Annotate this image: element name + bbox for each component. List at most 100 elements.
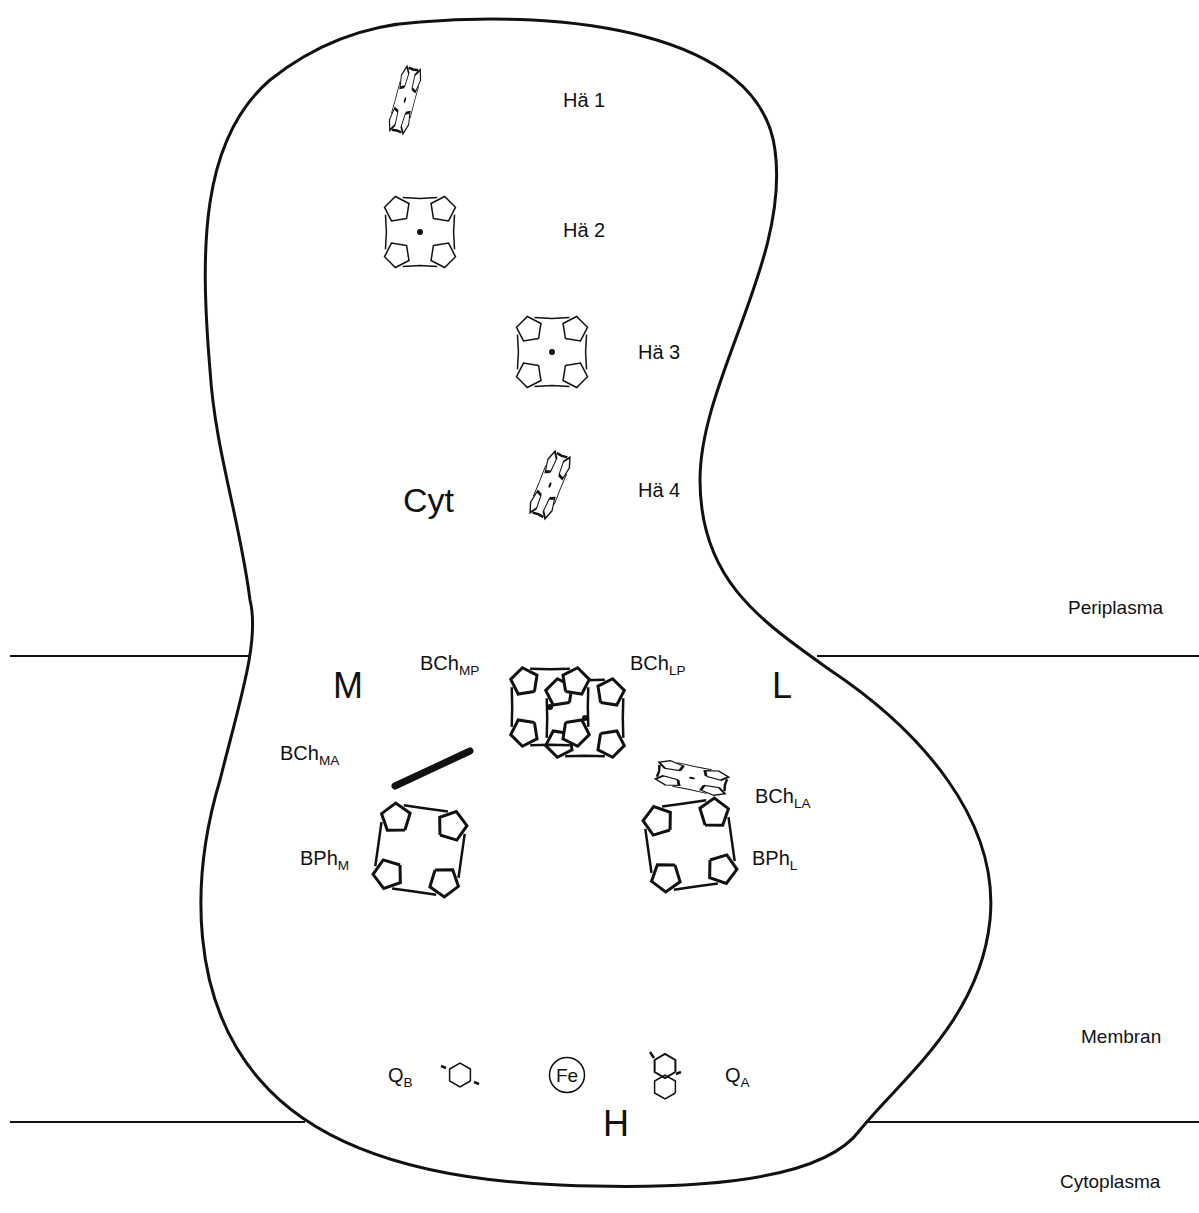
methine-bridge: [453, 215, 455, 250]
porphyrin: [527, 450, 573, 520]
metal-center: [549, 349, 555, 355]
subunit-label: H: [603, 1106, 629, 1142]
pyrrole-ring: [399, 111, 411, 135]
heme-label: Hä 2: [563, 220, 605, 240]
porphyrin: [517, 317, 588, 388]
element-symbol: Fe: [556, 1066, 578, 1085]
quinone-a: [650, 1052, 681, 1099]
porphyrin: [511, 668, 590, 747]
cofactor-label: BChMA: [280, 743, 339, 763]
porphyrin: [641, 796, 738, 893]
methine-bridge: [530, 667, 570, 670]
methine-bridge: [403, 265, 438, 267]
cofactor-label: BChMP: [420, 653, 479, 673]
methine-bridge: [645, 829, 651, 873]
pyrrole-ring: [598, 679, 624, 705]
methine-bridge: [408, 68, 418, 71]
pyrrole-ring: [517, 317, 541, 341]
pyrrole-ring: [511, 668, 537, 694]
methine-bridge: [385, 215, 387, 250]
methine-bridge: [556, 453, 567, 458]
methine-bridge: [535, 317, 570, 319]
pyrrole-ring: [387, 108, 399, 132]
cofactor-label: BChLP: [630, 653, 686, 673]
methine-bridge: [724, 779, 727, 791]
pyrrole-ring: [700, 784, 726, 797]
cofactor-label: QB: [388, 1065, 413, 1085]
pyrrole-ring: [557, 456, 573, 480]
porphyrin: [655, 758, 730, 797]
pyrrole-ring: [563, 720, 589, 746]
methine-bridge: [517, 335, 519, 370]
pyrrole-ring: [385, 243, 409, 267]
metal-center: [689, 776, 695, 779]
pyrrole-ring: [411, 69, 423, 93]
pyrrole-ring: [517, 363, 541, 387]
iron-atom: Fe: [548, 1056, 586, 1094]
heme-label: Hä 4: [638, 480, 680, 500]
porphyrin: [371, 801, 468, 898]
pyrrole-ring: [658, 758, 684, 771]
metal-center: [403, 97, 406, 103]
methine-bridge: [403, 197, 438, 199]
methine-bridge: [392, 129, 402, 132]
methine-bridge: [375, 822, 381, 866]
methine-bridge: [533, 466, 545, 496]
region-label: Cytoplasma: [1060, 1172, 1160, 1191]
methine-bridge: [587, 687, 590, 727]
methine-bridge: [672, 786, 706, 794]
region-label: Membran: [1081, 1027, 1161, 1046]
pyrrole-ring: [598, 731, 624, 757]
methine-bridge: [728, 817, 734, 861]
methine-bridge: [510, 687, 513, 727]
methine-bridge: [585, 335, 587, 370]
subunit-label: Cyt: [403, 483, 454, 517]
methine-bridge: [533, 512, 544, 517]
bchl-ma-edge-on: [395, 751, 470, 786]
cofactor-label: BPhM: [300, 848, 349, 868]
pyrrole-ring: [385, 197, 409, 221]
pyrrole-ring: [704, 768, 730, 781]
heme-label: Hä 3: [638, 342, 680, 362]
methine-bridge: [565, 755, 605, 758]
methine-bridge: [657, 765, 660, 777]
methine-bridge: [404, 805, 448, 811]
membrane-lines: [10, 656, 1199, 1122]
methine-bridge: [530, 744, 570, 747]
metal-center: [417, 229, 423, 235]
porphyrin: [385, 197, 456, 268]
methine-bridge: [545, 698, 548, 738]
region-label: Periplasma: [1068, 598, 1163, 617]
pyrrole-ring: [431, 197, 455, 221]
pyrrole-ring: [563, 668, 589, 694]
cofactor-label: BPhL: [752, 848, 797, 868]
methine-bridge: [674, 883, 718, 889]
pyrrole-ring: [563, 363, 587, 387]
pyrrole-ring: [431, 243, 455, 267]
cofactor-label: BChLA: [755, 786, 811, 806]
methine-bridge: [392, 888, 436, 894]
methine-bridge: [458, 834, 464, 878]
methine-bridge: [391, 82, 400, 114]
methine-bridge: [554, 474, 566, 504]
pyrrole-ring: [398, 65, 410, 89]
subunit-label: L: [772, 668, 792, 704]
metal-center: [548, 482, 552, 488]
protein-outline: [201, 19, 991, 1187]
cofactor-label: QA: [725, 1065, 750, 1085]
pyrrole-ring: [527, 490, 543, 514]
methine-bridge: [622, 698, 625, 738]
porphyrin: [387, 65, 423, 134]
methine-bridge: [677, 763, 711, 771]
methine-bridge: [535, 385, 570, 387]
quinone-b: [441, 1063, 479, 1087]
cofactor-molecules: [371, 65, 738, 1099]
metal-center: [547, 704, 553, 710]
subunit-label: M: [333, 668, 363, 704]
methine-bridge: [662, 800, 706, 806]
heme-label: Hä 1: [563, 90, 605, 110]
pyrrole-ring: [511, 720, 537, 746]
pyrrole-ring: [563, 317, 587, 341]
methine-bridge: [410, 87, 419, 119]
